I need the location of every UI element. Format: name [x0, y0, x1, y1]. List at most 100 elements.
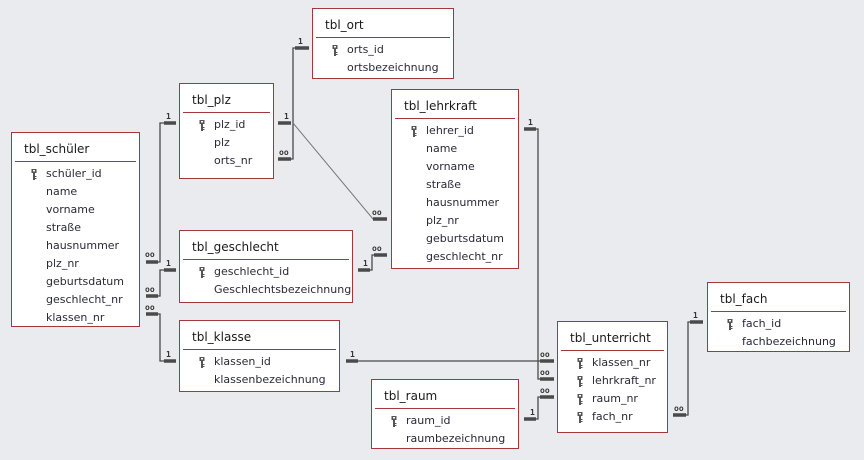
primary-key-icon [332, 44, 338, 56]
field-row[interactable]: klassenbezeichnung [180, 371, 339, 389]
field-row[interactable]: klassen_id [180, 353, 339, 371]
card-lehrkraft-geschlecht-many: oo [372, 244, 382, 253]
field-row[interactable]: geschlecht_nr [392, 248, 518, 266]
card-unterricht-lehrkraft-many: oo [540, 368, 550, 377]
field-row[interactable]: klassen_nr [558, 354, 667, 372]
field-name: geschlecht_id [214, 265, 290, 278]
card-schueler-geschlecht-many: oo [145, 285, 155, 294]
field-name: plz [214, 136, 230, 149]
card-schueler-klasse-many: oo [145, 303, 155, 312]
field-name: klassen_nr [46, 311, 105, 324]
field-row[interactable]: vorname [392, 158, 518, 176]
field-name: fachbezeichnung [742, 335, 836, 348]
field-row[interactable]: raumbezeichnung [372, 430, 518, 448]
field-name: hausnummer [46, 239, 120, 252]
table-title-divider [183, 259, 349, 260]
card-plz-out-one: 1 [284, 112, 289, 121]
field-name: geschlecht_nr [426, 250, 503, 263]
field-row[interactable]: fach_id [708, 315, 849, 333]
field-row[interactable]: vorname [12, 201, 139, 219]
card-raum-one: 1 [530, 408, 535, 417]
field-row[interactable]: orts_nr [180, 152, 273, 170]
field-row[interactable]: geschlecht_id [180, 263, 352, 281]
field-row[interactable]: Geschlechtsbezeichnung [180, 281, 352, 299]
field-name: klassen_id [214, 355, 271, 368]
field-row[interactable]: plz_nr [12, 255, 139, 273]
field-row[interactable]: lehrkraft_nr [558, 372, 667, 390]
rel-klasse-schueler [146, 313, 176, 362]
field-name: lehrkraft_nr [592, 374, 656, 387]
field-row[interactable]: name [392, 140, 518, 158]
rel-fach-unterricht [673, 321, 703, 416]
primary-key-icon [577, 411, 583, 423]
primary-key-icon [199, 356, 205, 368]
table-title-divider [561, 350, 664, 351]
card-lehrkraft-out-one: 1 [528, 118, 533, 127]
rel-raum-unterricht [524, 396, 554, 420]
field-name: orts_nr [214, 154, 253, 167]
field-row[interactable]: fachbezeichnung [708, 333, 849, 351]
table-title: tbl_lehrkraft [404, 99, 477, 113]
card-plz-orts-many: oo [279, 148, 289, 157]
primary-key-icon [577, 375, 583, 387]
field-row[interactable]: hausnummer [392, 194, 518, 212]
field-row[interactable]: straße [392, 176, 518, 194]
table-title: tbl_plz [192, 93, 231, 107]
field-row[interactable]: hausnummer [12, 237, 139, 255]
primary-key-icon [199, 266, 205, 278]
table-title: tbl_ort [325, 18, 364, 32]
field-row[interactable]: raum_nr [558, 390, 667, 408]
field-row[interactable]: orts_id [313, 41, 453, 59]
table-title-divider [183, 112, 270, 113]
field-name: fach_nr [592, 410, 633, 423]
table-title-divider [316, 37, 450, 38]
field-list: fach_id fachbezeichnung [708, 312, 849, 351]
field-row[interactable]: klassen_nr [12, 309, 139, 327]
field-row[interactable]: fach_nr [558, 408, 667, 426]
field-name: fach_id [742, 317, 782, 330]
field-row[interactable]: geburtsdatum [392, 230, 518, 248]
field-row[interactable]: geschlecht_nr [12, 291, 139, 309]
field-row[interactable]: plz_nr [392, 212, 518, 230]
field-name: geburtsdatum [426, 232, 504, 245]
field-name: name [46, 185, 78, 198]
field-row[interactable]: ortsbezeichnung [313, 59, 453, 77]
field-name: klassenbezeichnung [214, 373, 326, 386]
field-row[interactable]: lehrer_id [392, 122, 518, 140]
table-title: tbl_geschlecht [192, 240, 279, 254]
table-ort[interactable]: tbl_ort orts_id ortsbezeichnung [312, 8, 454, 79]
table-title-divider [711, 311, 846, 312]
field-row[interactable]: raum_id [372, 412, 518, 430]
primary-key-icon [577, 393, 583, 405]
table-title: tbl_schüler [24, 142, 90, 156]
field-name: orts_id [347, 43, 384, 56]
field-row[interactable]: straße [12, 219, 139, 237]
field-name: schüler_id [46, 167, 102, 180]
field-row[interactable]: name [12, 183, 139, 201]
table-title: tbl_raum [384, 389, 438, 403]
card-plz-one: 1 [166, 112, 171, 121]
field-name: straße [46, 221, 82, 234]
field-name: straße [426, 178, 462, 191]
field-list: klassen_nr lehrkraft_nr raum_nr fach_nr [558, 351, 667, 426]
table-raum[interactable]: tbl_raum raum_id raumbezeichnung [371, 379, 519, 449]
field-row[interactable]: geburtsdatum [12, 273, 139, 291]
field-row[interactable]: plz [180, 134, 273, 152]
field-row[interactable]: schüler_id [12, 165, 139, 183]
table-title-divider [183, 349, 336, 350]
table-title: tbl_unterricht [570, 331, 651, 345]
field-name: plz_nr [46, 257, 79, 270]
card-lehrkraft-plz-many: oo [372, 208, 382, 217]
field-list: raum_id raumbezeichnung [372, 409, 518, 448]
field-row[interactable]: plz_id [180, 116, 273, 134]
field-name: raum_id [406, 414, 451, 427]
